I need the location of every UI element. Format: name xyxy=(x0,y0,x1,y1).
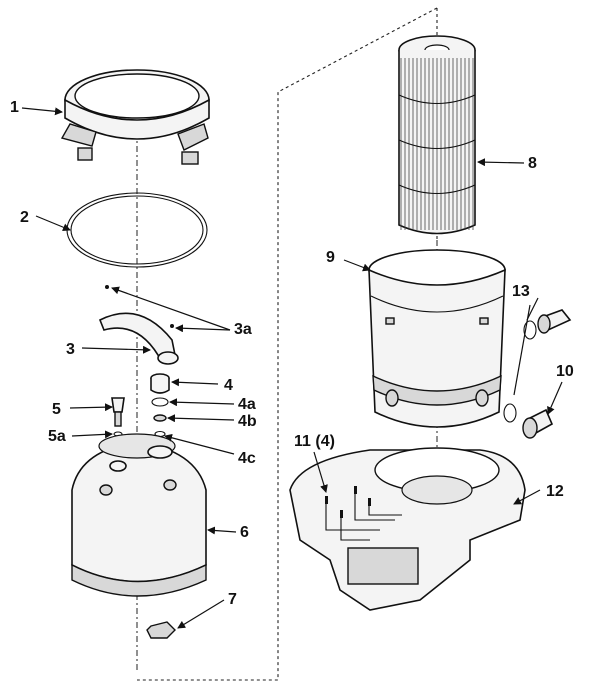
callout-1: 1 xyxy=(10,99,19,116)
callout-labels: 1 2 3 3a 4 4a 4b 4c 5 5a 6 7 8 9 10 11 (… xyxy=(10,99,574,608)
callout-2: 2 xyxy=(20,209,29,226)
callout-6: 6 xyxy=(240,524,249,541)
leader-13-upper xyxy=(526,297,539,321)
callout-4: 4 xyxy=(224,377,233,394)
callout-10: 10 xyxy=(556,363,574,380)
callout-5a: 5a xyxy=(48,428,66,445)
filter-tank-part-9 xyxy=(368,249,506,428)
screw-3a-right xyxy=(170,324,174,328)
callout-8: 8 xyxy=(528,155,537,172)
union-fitting-part-10 xyxy=(503,403,554,439)
callout-9: 9 xyxy=(326,249,335,266)
callout-4c: 4c xyxy=(238,450,256,467)
callout-4b: 4b xyxy=(238,413,257,430)
screw-3a-left xyxy=(105,285,109,289)
callout-4a: 4a xyxy=(238,396,256,413)
valve-cap-part-4 xyxy=(150,373,170,394)
callout-leaders xyxy=(21,107,563,629)
cartridge-element-part-8 xyxy=(398,35,476,235)
union-fitting-part-13 xyxy=(523,309,572,340)
o-ring-part-4a xyxy=(151,397,169,407)
filter-base-part-12 xyxy=(289,447,526,611)
callout-11-qty-4: 11 (4) xyxy=(294,433,335,450)
drain-cap-part-7 xyxy=(146,621,176,639)
callout-7: 7 xyxy=(228,591,237,608)
washer-part-4b xyxy=(153,414,167,422)
lock-ring-part-1 xyxy=(60,69,210,165)
air-relief-valve-part-5 xyxy=(111,397,125,427)
callout-5: 5 xyxy=(52,401,61,418)
callout-3: 3 xyxy=(66,341,75,358)
callout-13: 13 xyxy=(512,283,530,300)
callout-3a: 3a xyxy=(234,321,252,338)
handle-part-3 xyxy=(98,285,179,365)
screws-part-11 xyxy=(325,486,402,541)
callout-12: 12 xyxy=(546,483,564,500)
filter-lid-part-6 xyxy=(71,433,207,597)
